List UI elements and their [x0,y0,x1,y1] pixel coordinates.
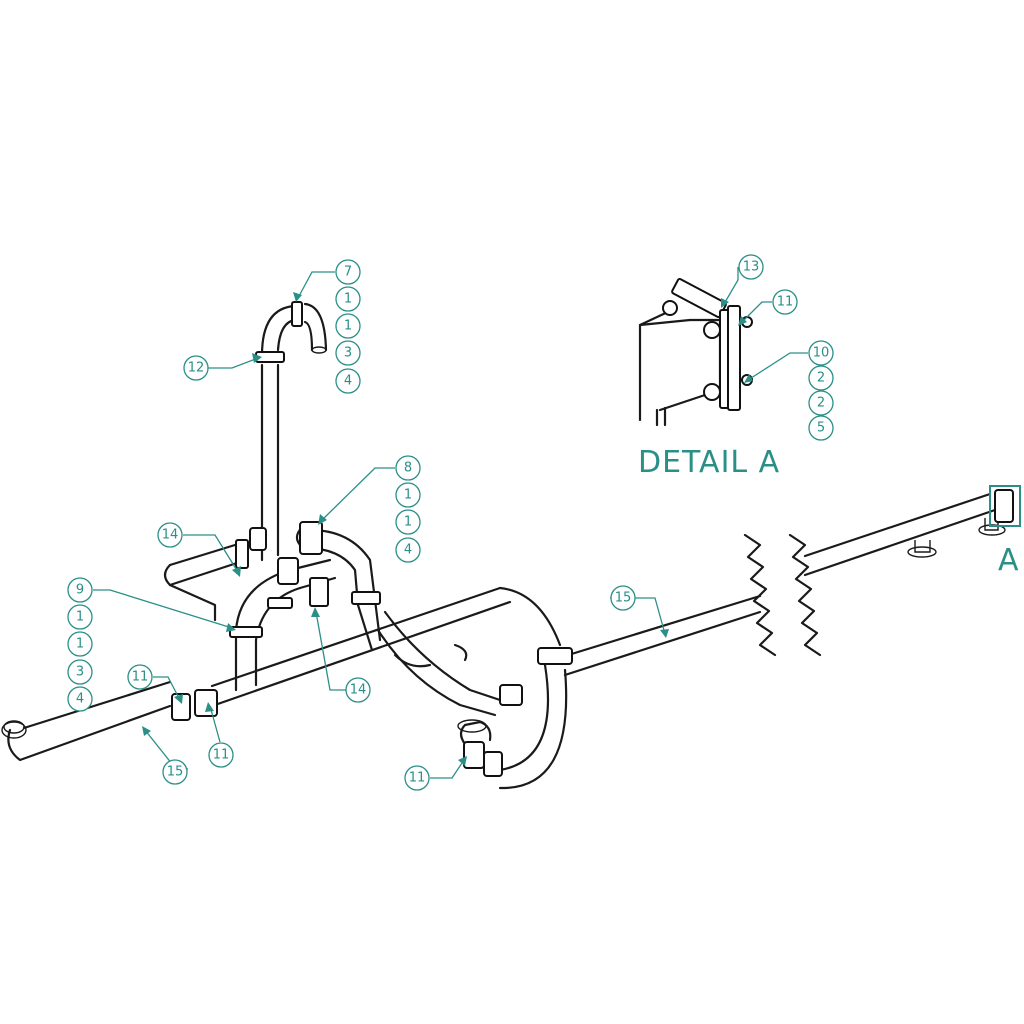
detail-a-marker-box [989,485,1021,527]
balloon-15a: 15 [615,591,632,606]
balloon-7-qty-d: 4 [344,374,352,389]
balloon-11a: 11 [132,670,149,685]
balloon-10: 10 [813,346,830,361]
balloon-8-qty-b: 1 [404,515,412,530]
detail-a-view [638,277,753,427]
balloon-13: 13 [743,260,760,275]
balloon-11d: 11 [777,295,794,310]
lower-loop-pipe [457,647,573,790]
balloon-15b-circle [162,759,188,785]
balloon-9-qty-d: 4 [76,692,84,707]
balloon-12: 12 [188,361,205,376]
balloon-9-qty-a: 1 [76,610,84,625]
balloon-9-qty-c: 3 [76,665,84,680]
balloon-10-qty-a: 2 [817,371,825,386]
balloon-7-qty-b: 1 [344,319,352,334]
balloon-10-qty-c: 5 [817,421,825,436]
balloon-11a-circle [127,664,153,690]
balloon-8-qty-c: 4 [404,543,412,558]
balloon-9: 9 [76,583,84,598]
detail-marker-label: A [998,543,1020,578]
balloon-8: 8 [404,461,412,476]
balloon-8-qty-a: 1 [404,488,412,503]
manifold-pipes [163,521,502,717]
balloon-11b-circle [208,742,234,768]
balloon-7-qty-a: 1 [344,292,352,307]
balloon-11c: 11 [409,771,426,786]
balloon-7-qty-c: 3 [344,346,352,361]
detail-title: DETAIL A [638,445,780,480]
balloon-15b: 15 [167,765,184,780]
balloon-14a: 14 [162,528,179,543]
balloon-9-qty-b: 1 [76,637,84,652]
flange-left-a [171,693,191,721]
balloon-13-circle [738,254,764,280]
flange-left-b [194,689,218,717]
main-pipe [1,492,1006,762]
balloon-7: 7 [344,265,352,280]
balloon-group-9: 9 1 1 3 4 [67,577,93,712]
balloon-11c-circle [404,765,430,791]
balloon-11d-circle [772,289,798,315]
balloon-14b-circle [345,677,371,703]
flange-end [994,489,1014,523]
balloon-group-8: 8 1 1 4 [395,455,421,563]
balloon-12-circle [183,355,209,381]
balloon-10-qty-b: 2 [817,396,825,411]
balloon-14b: 14 [350,683,367,698]
balloon-group-10: 10 2 2 5 [808,340,834,441]
balloon-15a-circle [610,585,636,611]
balloon-group-7: 7 1 1 3 4 [335,259,361,394]
balloon-11b: 11 [213,748,230,763]
balloon-14a-circle [157,522,183,548]
